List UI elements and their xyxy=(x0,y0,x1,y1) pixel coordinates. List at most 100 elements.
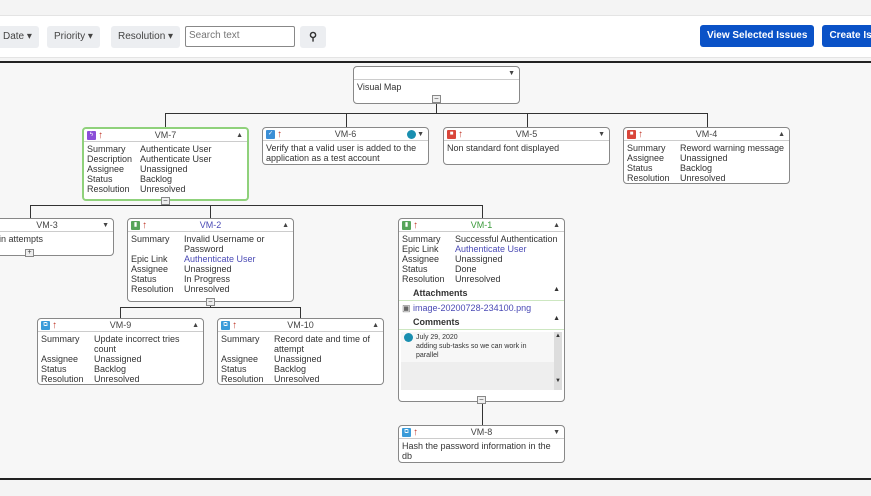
caret-up-icon[interactable]: ▲ xyxy=(553,222,560,229)
issue-key[interactable]: VM-7 xyxy=(154,130,177,140)
issue-card-vm-3[interactable]: VM-3 ▼ Login attempts xyxy=(0,218,114,256)
filter-resolution[interactable]: Resolution ▾ xyxy=(111,26,181,48)
attachment-link[interactable]: ▣ image-20200728-234100.png xyxy=(399,301,564,315)
expand-toggle[interactable]: + xyxy=(25,249,34,257)
field-value: Successful Authentication xyxy=(455,234,558,244)
card-body: Login attempts xyxy=(0,232,113,246)
field-value: Unassigned xyxy=(274,354,322,364)
caret-down-icon[interactable]: ▼ xyxy=(102,222,109,229)
caret-up-icon[interactable]: ▲ xyxy=(236,132,243,139)
connector-line xyxy=(120,307,301,308)
search-button[interactable]: ⚲ xyxy=(300,26,326,48)
view-selected-issues-button[interactable]: View Selected Issues xyxy=(700,25,815,47)
card-summary: Verify that a valid user is added to the… xyxy=(266,143,417,163)
issue-card-vm-8[interactable]: ⧉↑VM-8▼Hash the password information in … xyxy=(398,425,565,463)
attachments-section-header[interactable]: Attachments ▲ xyxy=(399,286,564,301)
card-body: Verify that a valid user is added to the… xyxy=(263,141,428,164)
story-icon: ▮ xyxy=(131,221,140,230)
issue-card-vm-5[interactable]: ■↑VM-5▼Non standard font displayed xyxy=(443,127,610,165)
issue-key[interactable]: VM-5 xyxy=(515,129,538,139)
collapse-toggle[interactable]: – xyxy=(206,298,215,306)
issue-key[interactable]: VM-6 xyxy=(334,129,357,139)
connector-line xyxy=(527,113,528,127)
comments-section-header[interactable]: Comments▲ xyxy=(399,315,564,330)
bug-icon: ■ xyxy=(447,130,456,139)
issue-key[interactable]: VM-10 xyxy=(287,320,314,330)
field-label: Summary xyxy=(131,234,170,244)
issue-card-vm-6[interactable]: ✓↑VM-6▼Verify that a valid user is added… xyxy=(262,127,429,165)
priority-high-icon: ↑ xyxy=(98,130,103,141)
field-label: Status xyxy=(221,364,247,374)
caret-down-icon[interactable]: ▼ xyxy=(417,131,424,138)
issue-key[interactable]: VM-9 xyxy=(109,320,132,330)
section-title: Attachments xyxy=(413,288,468,298)
field-value: Unassigned xyxy=(184,264,232,274)
field-value: In Progress xyxy=(184,274,231,284)
issue-key[interactable]: VM-8 xyxy=(470,427,493,437)
epic-link[interactable]: Authenticate User xyxy=(184,254,256,264)
collapse-toggle[interactable]: – xyxy=(432,95,441,103)
card-header: ▮↑VM-1▲ xyxy=(399,219,564,232)
comments-scrollbar[interactable]: ▲▼ xyxy=(554,332,562,390)
field-label: Resolution xyxy=(402,274,445,284)
root-title: Visual Map xyxy=(357,82,402,92)
caret-up-icon[interactable]: ▲ xyxy=(192,322,199,329)
priority-high-icon: ↑ xyxy=(142,220,147,231)
caret-up-icon[interactable]: ▲ xyxy=(372,322,379,329)
caret-down-icon[interactable]: ▼ xyxy=(553,429,560,436)
create-issue-button[interactable]: Create Issue xyxy=(822,25,871,47)
epic-link[interactable]: Authenticate User xyxy=(455,244,527,254)
collapse-toggle[interactable]: – xyxy=(161,197,170,205)
card-body: Non standard font displayed xyxy=(444,141,609,155)
priority-high-icon: ↑ xyxy=(232,320,237,331)
card-header: ⧉↑VM-8▼ xyxy=(399,426,564,439)
field-value: Done xyxy=(455,264,477,274)
filter-date[interactable]: Date ▾ xyxy=(0,26,39,48)
issue-key[interactable]: VM-2 xyxy=(199,220,222,230)
issue-key[interactable]: VM-4 xyxy=(695,129,718,139)
caret-up-icon[interactable]: ▲ xyxy=(553,315,560,322)
caret-up-icon[interactable]: ▲ xyxy=(553,286,560,293)
caret-down-icon[interactable]: ▼ xyxy=(598,131,605,138)
card-summary: Login attempts xyxy=(0,234,44,244)
field-label: Resolution xyxy=(627,173,670,183)
search-input[interactable] xyxy=(185,26,295,47)
collapse-toggle[interactable]: – xyxy=(477,396,486,404)
caret-up-icon[interactable]: ▲ xyxy=(282,222,289,229)
caret-down-icon[interactable]: ▼ xyxy=(508,70,515,77)
field-label: Resolution xyxy=(41,374,84,384)
connector-line xyxy=(30,205,483,206)
card-header: ⧉↑VM-10▲ xyxy=(218,319,383,332)
field-label: Assignee xyxy=(87,164,125,174)
issue-key[interactable]: VM-3 xyxy=(36,220,58,230)
caret-up-icon[interactable]: ▲ xyxy=(778,131,785,138)
filter-priority[interactable]: Priority ▾ xyxy=(47,26,100,48)
card-header: ✓↑VM-6▼ xyxy=(263,128,428,141)
issue-key[interactable]: VM-1 xyxy=(470,220,493,230)
root-node[interactable]: ▼ Visual Map – xyxy=(353,66,520,104)
